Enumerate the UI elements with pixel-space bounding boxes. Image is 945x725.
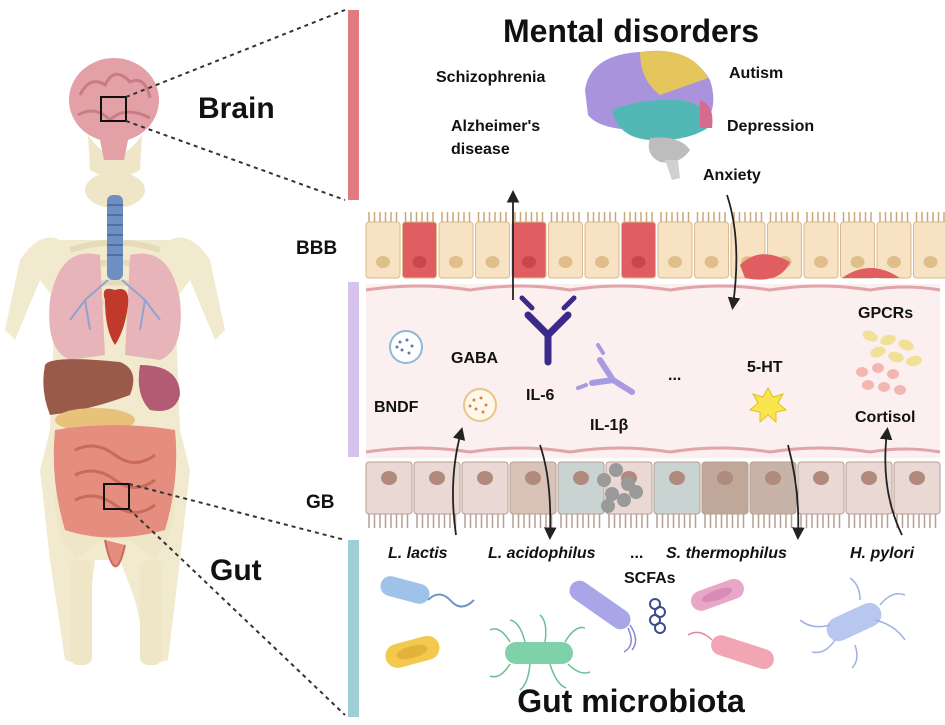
gb-cell [845,461,893,528]
bacterium-h-pylori [799,577,906,669]
bbb-cell-layer [365,212,945,280]
gpcr-pills-icon [862,330,922,367]
bbb-cell [694,212,729,279]
mediator-serotonin: 5-HT [747,359,783,376]
bbb-migrating-cell [740,254,790,280]
brain-zoom-box [100,96,127,122]
bbb-cell [876,212,912,279]
barrier-label-gb: GB [306,492,335,513]
gb-debris-cluster [597,463,643,513]
bbb-cell [913,212,945,279]
mediator-ellipsis: ... [668,367,681,384]
trachea [107,195,123,280]
organ-label-gut: Gut [210,554,262,587]
bacterium-l-acidophilus [569,580,637,653]
gb-cell [509,461,557,528]
il1b-antibody-icon [576,343,635,395]
microbe-s-thermophilus: S. thermophilus [666,545,787,562]
gb-cell [893,461,941,528]
gb-cell [461,461,509,528]
disorder-depression: Depression [727,118,814,135]
gb-cell [749,461,797,528]
bbb-flattened-cell [842,268,900,278]
disorder-anxiety: Anxiety [703,167,761,184]
gaba-vesicle-icon [463,388,497,422]
mediator-gpcrs: GPCRs [858,305,913,322]
bacterium-scfas [649,598,666,634]
bbb-cell [657,212,693,279]
title-mental-disorders: Mental disorders [503,13,759,49]
microbe-l-lactis: L. lactis [388,545,448,562]
bbb-cell [584,212,620,279]
gb-cell [365,461,413,528]
bndf-vesicle-icon [389,330,423,364]
organ-label-brain: Brain [198,92,275,125]
cortisol-blobs-icon [856,363,906,395]
bbb-cell [475,212,510,279]
disorder-autism: Autism [729,65,783,82]
gb-cell [557,461,605,528]
bbb-cell [438,212,474,279]
gb-cell [413,461,461,528]
bbb-cell [365,212,401,279]
bacterium-pink [687,631,774,670]
disorder-schizophrenia: Schizophrenia [436,69,545,86]
body-brain [69,58,159,160]
circulation-region-bar [348,282,359,457]
microbe-l-acidophilus: L. acidophilus [488,545,596,562]
liver [43,359,134,415]
microbe-h-pylori: H. pylori [850,545,915,562]
mediator-cortisol: Cortisol [855,409,915,426]
gb-cell-layer [365,461,941,528]
heart [103,288,129,345]
microbe-ellipsis: ... [630,545,643,562]
disorder-alzheimers-line2: disease [451,141,510,158]
bbb-cell [548,212,583,279]
circulation-lumen [366,284,940,458]
bbb-cell [511,212,547,279]
zoom-connector-lines [125,9,346,716]
microbe-scfas: SCFAs [624,570,676,587]
bbb-cell [621,212,656,279]
barrier-label-bbb: BBB [296,238,337,259]
gut-region-bar [348,540,359,717]
bacterium-purple [691,578,744,611]
gb-cell [653,461,701,528]
title-gut-microbiota: Gut microbiota [517,683,745,719]
gb-cell [701,461,749,528]
mediator-bndf: BNDF [374,399,419,416]
gb-cell [797,461,845,528]
stomach [138,365,180,411]
bbb-cell [402,212,437,279]
mediator-il1b: IL-1β [590,417,628,434]
mediator-gaba: GABA [451,350,499,367]
brain-lobes-icon [585,50,714,180]
mediator-il6: IL-6 [526,387,555,404]
bacterium-l-lactis [380,576,475,608]
bbb-cell [803,212,839,279]
bbb-cell [840,212,875,279]
il6-antibody-icon [519,295,577,366]
intestines [53,425,177,568]
disorder-alzheimers-line1: Alzheimer's [451,118,540,135]
signaling-arrows [452,189,903,541]
bacterium-green-flagellated [489,614,591,691]
bacterium-yellow [385,635,440,668]
lungs [49,253,181,360]
serotonin-star-icon [748,386,788,424]
brain-region-bar [348,10,359,200]
gut-zoom-box [103,483,130,510]
